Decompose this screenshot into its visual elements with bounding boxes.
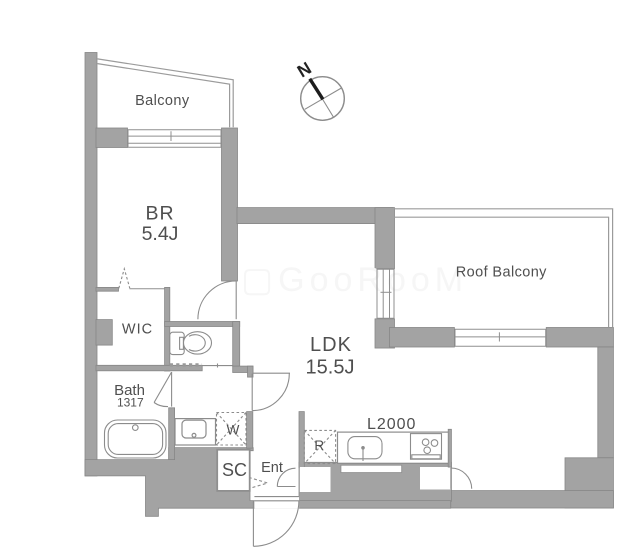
svg-text:Balcony: Balcony <box>135 93 190 109</box>
svg-text:5.4J: 5.4J <box>142 223 179 245</box>
svg-text:Ent: Ent <box>261 460 283 476</box>
svg-text:LDK: LDK <box>310 334 352 356</box>
svg-text:Roof Balcony: Roof Balcony <box>456 265 547 281</box>
svg-text:15.5J: 15.5J <box>306 357 355 379</box>
svg-text:L2000: L2000 <box>367 416 417 433</box>
svg-text:▢GooRooM: ▢GooRooM <box>241 261 468 299</box>
svg-text:Bath: Bath <box>114 382 145 399</box>
svg-text:WIC: WIC <box>122 322 153 338</box>
svg-text:BR: BR <box>145 203 174 225</box>
svg-text:R: R <box>314 438 324 453</box>
svg-text:1317: 1317 <box>117 396 144 410</box>
svg-text:SC: SC <box>222 460 247 480</box>
svg-text:W: W <box>227 423 240 438</box>
